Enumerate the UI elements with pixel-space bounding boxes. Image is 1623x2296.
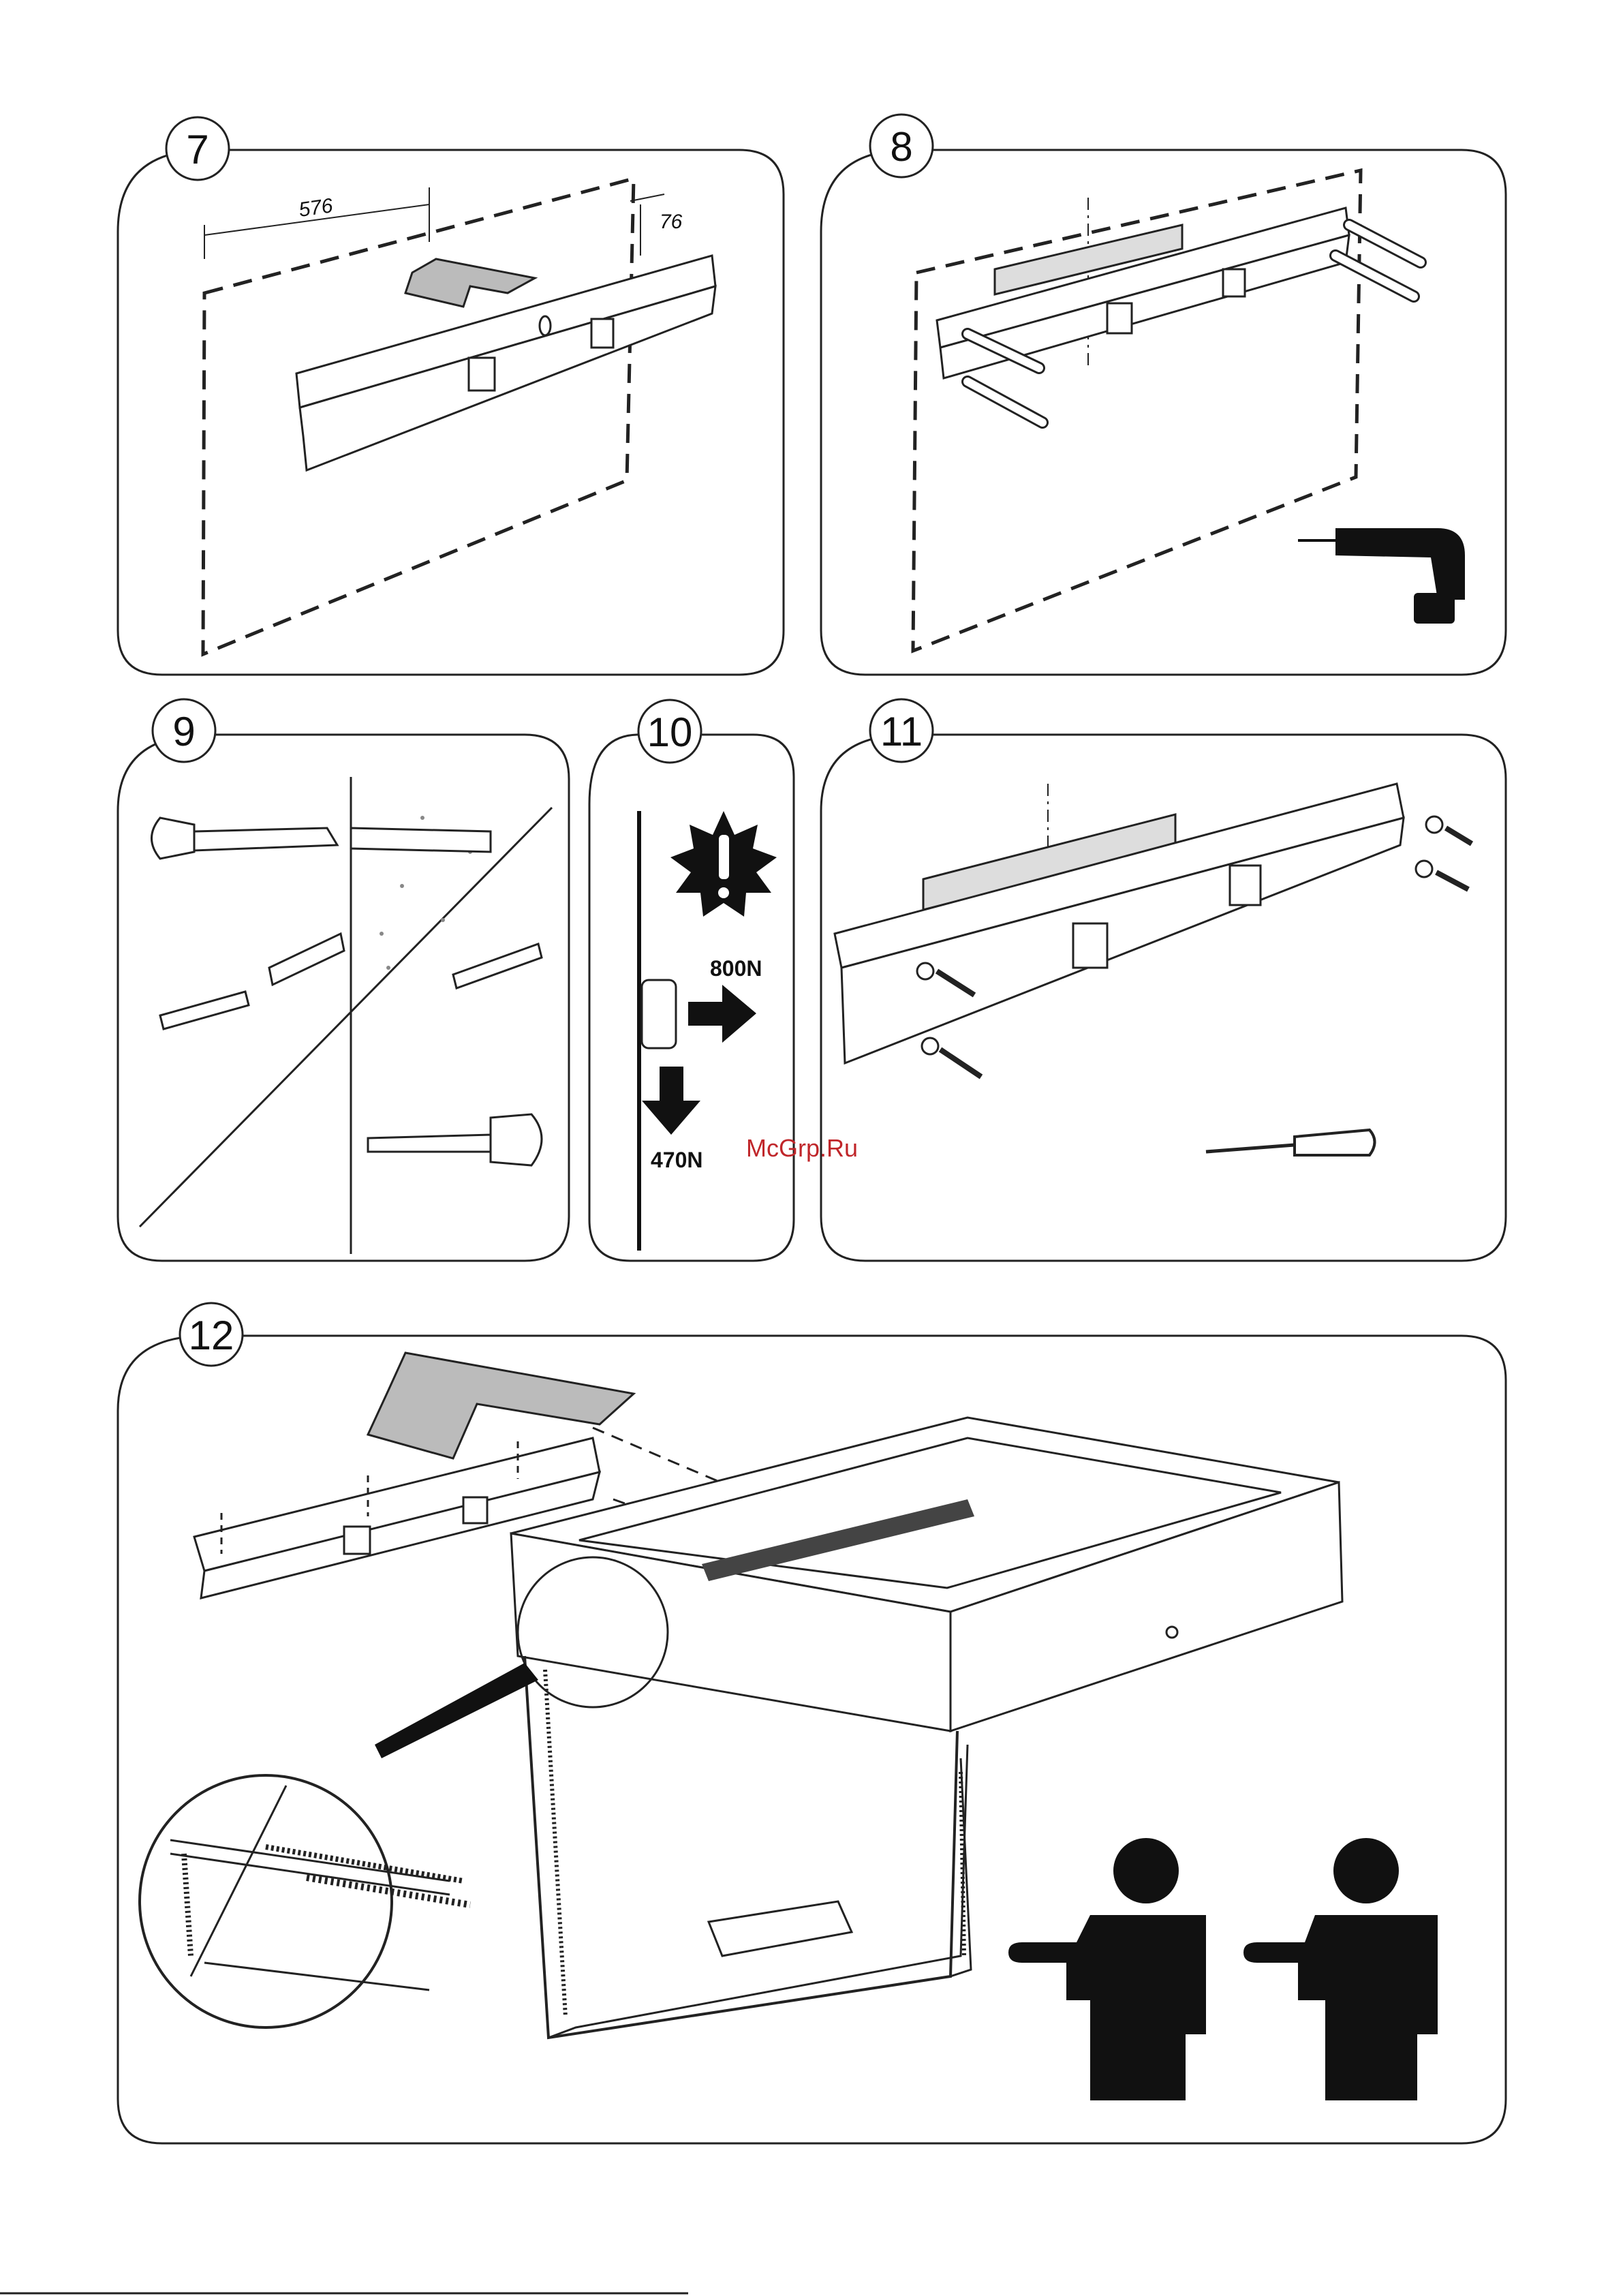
concrete-anchor <box>152 818 491 859</box>
step-8-panel: 8 <box>821 114 1506 675</box>
step-12-number: 12 <box>189 1313 234 1358</box>
step-7-number: 7 <box>186 127 208 172</box>
step-11-panel: 11 <box>821 699 1506 1261</box>
force-vertical-label: 470N <box>651 1148 703 1172</box>
vertical-force-arrow: 470N <box>642 1067 703 1172</box>
step-9-panel: 9 <box>118 699 569 1261</box>
dim-height-label: 76 <box>660 211 683 233</box>
wall-bracket <box>835 784 1404 1063</box>
watermark: McGrp.Ru <box>746 1134 858 1162</box>
wood-wall-screw <box>368 1114 542 1165</box>
force-horizontal-label: 800N <box>710 956 762 981</box>
two-person-lift-icon <box>1008 1838 1438 2100</box>
step-7-panel: 7 576 76 <box>118 117 784 675</box>
dim-width-label: 576 <box>297 194 334 221</box>
step-12-panel: 12 <box>118 1303 1506 2143</box>
dimension-576: 576 <box>204 187 429 259</box>
step-8-number: 8 <box>890 124 912 170</box>
cooktop-hood-unit <box>511 1418 1342 1731</box>
step-9-number: 9 <box>172 709 195 754</box>
dimension-76: 76 <box>630 194 683 256</box>
horizontal-force-arrow: 800N <box>688 956 762 1043</box>
step-10-number: 10 <box>647 709 693 755</box>
placement-arrow <box>405 259 535 307</box>
step-11-number: 11 <box>880 709 923 754</box>
drill-icon <box>1298 528 1465 624</box>
screwdriver-icon <box>1206 1130 1375 1155</box>
warning-icon <box>670 811 777 917</box>
step-10-panel: 10 800N 470N <box>589 700 794 1261</box>
anchor-point <box>642 980 676 1048</box>
